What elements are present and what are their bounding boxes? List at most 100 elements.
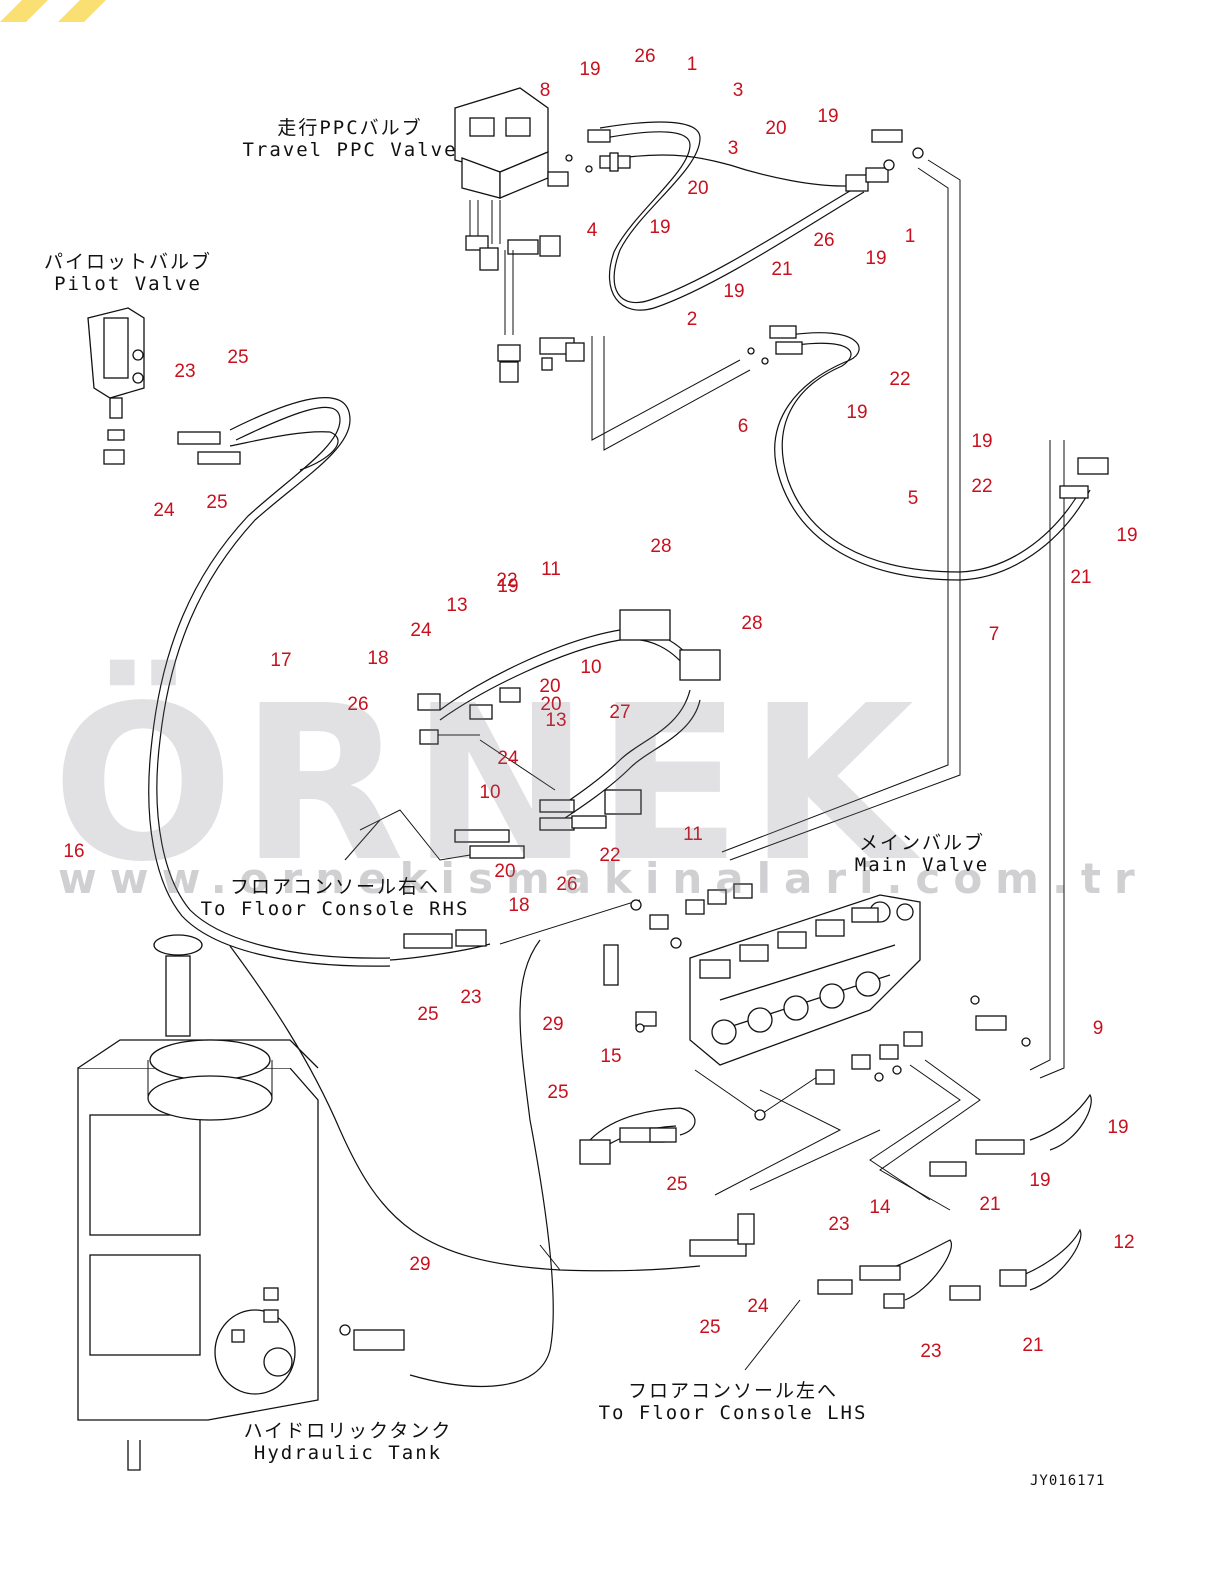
callout-19: 19: [1029, 1170, 1050, 1191]
callout-29: 29: [409, 1254, 430, 1275]
callout-25: 25: [547, 1082, 568, 1103]
callout-22: 22: [599, 845, 620, 866]
callout-1: 1: [905, 226, 916, 247]
callout-22: 22: [971, 476, 992, 497]
callout-21: 21: [1022, 1335, 1043, 1356]
callout-19: 19: [723, 281, 744, 302]
callout-5: 5: [908, 488, 919, 509]
callout-19: 19: [1116, 525, 1137, 546]
watermark-accent-marks: [0, 0, 106, 22]
travel-ppc-valve-label-ja: 走行PPCバルブ: [277, 117, 423, 139]
callout-19: 19: [579, 59, 600, 80]
callout-19: 19: [1107, 1117, 1128, 1138]
callout-26: 26: [556, 874, 577, 895]
callout-15: 15: [600, 1046, 621, 1067]
callout-14: 14: [869, 1197, 891, 1218]
callout-4: 4: [587, 220, 598, 241]
callout-6: 6: [738, 416, 749, 437]
callout-25: 25: [227, 347, 248, 368]
hydraulic-tank-drawing: [77, 934, 319, 1471]
travel-ppc-valve-label-en: Travel PPC Valve: [242, 139, 458, 161]
callout-21: 21: [979, 1194, 1000, 1215]
callout-22: 22: [496, 570, 517, 591]
callout-17: 17: [270, 650, 291, 671]
floor-console-lhs-label-en: To Floor Console LHS: [598, 1402, 868, 1424]
callout-20: 20: [540, 694, 561, 715]
pilot-valve-drawing: [87, 307, 145, 465]
callout-3: 3: [728, 138, 739, 159]
travel-ppc-valve-label: 走行PPCバルブ Travel PPC Valve: [242, 117, 457, 161]
callout-20: 20: [494, 861, 515, 882]
watermark-brand: ÖRNEK: [52, 660, 920, 909]
pilot-valve-label-en: Pilot Valve: [54, 273, 202, 295]
pilot-valve-label-ja: パイロットバルブ: [43, 251, 213, 273]
hydraulic-tank-label: ハイドロリックタンク Hydraulic Tank: [244, 1420, 453, 1464]
floor-console-lhs-label: フロアコンソール左へ To Floor Console LHS: [599, 1380, 868, 1424]
callout-28: 28: [650, 536, 671, 557]
callout-11: 11: [541, 559, 561, 580]
callout-20: 20: [687, 178, 708, 199]
fittings: [177, 129, 1109, 1351]
callout-13: 13: [545, 710, 566, 731]
callout-9: 9: [1093, 1018, 1104, 1039]
callout-20: 20: [539, 676, 560, 697]
callout-18: 18: [508, 895, 529, 916]
callout-23: 23: [828, 1214, 849, 1235]
callout-23: 23: [920, 1341, 941, 1362]
callout-24: 24: [410, 620, 432, 641]
callout-22: 22: [889, 369, 910, 390]
callout-21: 21: [1070, 567, 1091, 588]
callout-2: 2: [687, 309, 698, 330]
drawing-code: JY016171: [1030, 1473, 1106, 1489]
main-valve-drawing: [689, 894, 921, 1066]
callout-19: 19: [971, 431, 992, 452]
callout-16: 16: [63, 841, 84, 862]
callout-26: 26: [347, 694, 368, 715]
floor-console-rhs-label-ja: フロアコンソール右へ: [229, 876, 440, 898]
callout-19: 19: [817, 106, 838, 127]
callout-25: 25: [206, 492, 227, 513]
hydraulic-tank-label-en: Hydraulic Tank: [253, 1442, 443, 1464]
callout-19: 19: [865, 248, 886, 269]
watermark-website: www.ornekismakinalari.com.tr: [58, 854, 1148, 903]
callout-11: 11: [683, 824, 703, 845]
main-valve-label-ja: メインバルブ: [858, 832, 986, 854]
callout-25: 25: [699, 1317, 720, 1338]
callout-18: 18: [367, 648, 388, 669]
callout-25: 25: [417, 1004, 438, 1025]
floor-console-lhs-label-ja: フロアコンソール左へ: [627, 1380, 838, 1402]
callout-20: 20: [765, 118, 786, 139]
callout-29: 29: [542, 1014, 563, 1035]
callout-25: 25: [666, 1174, 687, 1195]
callout-8: 8: [540, 80, 551, 101]
callout-19: 19: [649, 217, 670, 238]
callout-10: 10: [479, 782, 500, 803]
floor-console-rhs-label: フロアコンソール右へ To Floor Console RHS: [201, 876, 470, 920]
hydraulic-tank-label-ja: ハイドロリックタンク: [243, 1420, 453, 1442]
hoses: [148, 121, 1092, 1388]
callout-13: 13: [446, 595, 467, 616]
callout-21: 21: [771, 259, 792, 280]
callout-7: 7: [989, 624, 1000, 645]
pilot-valve-label: パイロットバルブ Pilot Valve: [44, 251, 212, 295]
callout-23: 23: [174, 361, 195, 382]
callout-26: 26: [813, 230, 834, 251]
callout-24: 24: [747, 1296, 769, 1317]
callout-24: 24: [497, 748, 519, 769]
floor-console-rhs-label-en: To Floor Console RHS: [200, 898, 470, 920]
callout-3: 3: [733, 80, 744, 101]
callout-24: 24: [153, 500, 175, 521]
main-valve-label: メインバルブ Main Valve: [855, 832, 989, 876]
callout-26: 26: [634, 46, 655, 67]
callout-28: 28: [741, 613, 762, 634]
callout-19: 19: [497, 576, 518, 597]
travel-ppc-valve-drawing: [454, 87, 585, 383]
main-valve-label-en: Main Valve: [854, 854, 990, 876]
callout-1: 1: [687, 54, 698, 75]
callout-23: 23: [460, 987, 481, 1008]
callout-27: 27: [609, 702, 630, 723]
callout-12: 12: [1113, 1232, 1134, 1253]
